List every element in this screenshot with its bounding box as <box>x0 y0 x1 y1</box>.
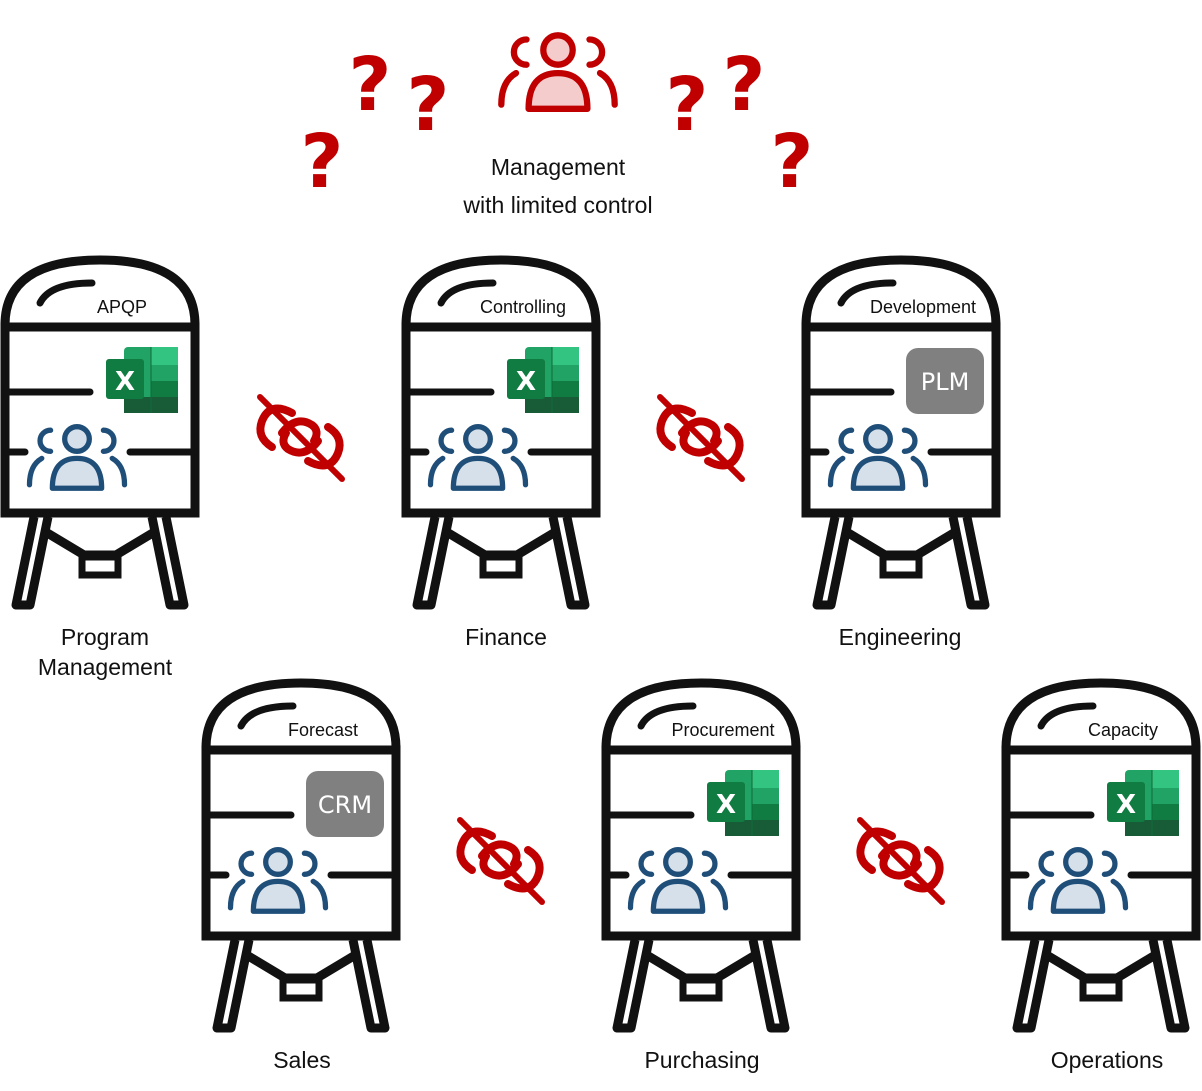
silo-leg <box>812 516 854 610</box>
broken-link-icon <box>856 817 945 905</box>
silo-leg <box>548 516 590 610</box>
question-mark-icon: ? <box>723 42 766 128</box>
silo-outlet <box>679 976 723 1002</box>
silo-outlet <box>879 553 923 579</box>
app-badge-label: PLM <box>921 368 970 396</box>
user-group-icon <box>627 847 729 914</box>
silo-hopper <box>642 950 760 983</box>
silo-leg <box>1148 939 1190 1033</box>
silo-outlet <box>479 553 523 579</box>
silo-hopper <box>1042 950 1160 983</box>
question-mark-icon: ? <box>407 62 450 148</box>
silo-highlight <box>36 279 96 307</box>
department-label: Finance <box>465 624 547 650</box>
excel-icon: X <box>707 770 779 836</box>
management-user-group-icon <box>498 32 618 112</box>
silo-leg <box>948 516 990 610</box>
excel-letter: X <box>516 367 536 397</box>
question-mark-icon: ? <box>301 119 344 205</box>
silo-dome <box>601 678 801 755</box>
silo-hopper <box>442 527 560 560</box>
silo-hopper <box>242 950 360 983</box>
management-label-line1: Management <box>491 154 626 180</box>
silo-leg <box>412 516 454 610</box>
broken-links <box>256 394 945 905</box>
department-label: Operations <box>1051 1047 1164 1073</box>
broken-link-icon <box>656 394 745 482</box>
excel-icon: X <box>1107 770 1179 836</box>
silo-highlight <box>237 702 297 730</box>
silo-title: Procurement <box>671 720 774 740</box>
silo-title: Development <box>870 297 976 317</box>
app-badge: CRM <box>306 771 384 837</box>
department-label: Program <box>61 624 149 650</box>
user-group-icon <box>227 847 329 914</box>
silo-leg <box>748 939 790 1033</box>
broken-link-icon <box>456 817 545 905</box>
silo-leg <box>612 939 654 1033</box>
excel-letter: X <box>115 367 135 397</box>
user-group-icon <box>827 424 929 491</box>
management-group: ?????? Management with limited control <box>301 32 814 218</box>
department-label: Engineering <box>839 624 962 650</box>
silo-leg <box>348 939 390 1033</box>
silo-dome <box>1001 678 1201 755</box>
silo-dome <box>0 255 200 332</box>
silo-hopper <box>41 527 159 560</box>
silo-highlight <box>437 279 497 307</box>
user-group-icon <box>498 32 618 112</box>
silo-leg <box>212 939 254 1033</box>
silo-hopper <box>842 527 960 560</box>
question-mark-icon: ? <box>349 42 392 128</box>
excel-icon: X <box>106 347 178 413</box>
user-group-icon <box>26 424 128 491</box>
silo-outlet <box>279 976 323 1002</box>
excel-letter: X <box>716 790 736 820</box>
excel-letter: X <box>1116 790 1136 820</box>
silo-dome <box>801 255 1001 332</box>
user-group-icon <box>1027 847 1129 914</box>
department-label: Purchasing <box>644 1047 759 1073</box>
silo-leg <box>147 516 189 610</box>
silo-leg <box>11 516 53 610</box>
department-label: Sales <box>273 1047 331 1073</box>
excel-icon: X <box>507 347 579 413</box>
department-label: Management <box>38 654 173 680</box>
broken-link-icon <box>256 394 345 482</box>
silo-title: APQP <box>97 297 147 317</box>
app-badge-label: CRM <box>318 791 372 819</box>
user-group-icon <box>427 424 529 491</box>
silo-title: Controlling <box>480 297 566 317</box>
silo-highlight <box>637 702 697 730</box>
management-label-line2: with limited control <box>462 192 652 218</box>
silo-outlet <box>78 553 122 579</box>
silo-outlet <box>1079 976 1123 1002</box>
question-mark-icon: ? <box>771 119 814 205</box>
silo-title: Forecast <box>288 720 358 740</box>
silo-highlight <box>1037 702 1097 730</box>
silo-leg <box>1012 939 1054 1033</box>
silo-apqp: APQP X <box>0 255 200 610</box>
silo-dome <box>401 255 601 332</box>
silo-title: Capacity <box>1088 720 1158 740</box>
question-marks: ?????? <box>301 42 814 205</box>
app-badge: PLM <box>906 348 984 414</box>
question-mark-icon: ? <box>666 62 709 148</box>
silo-highlight <box>837 279 897 307</box>
silo-dome <box>201 678 401 755</box>
